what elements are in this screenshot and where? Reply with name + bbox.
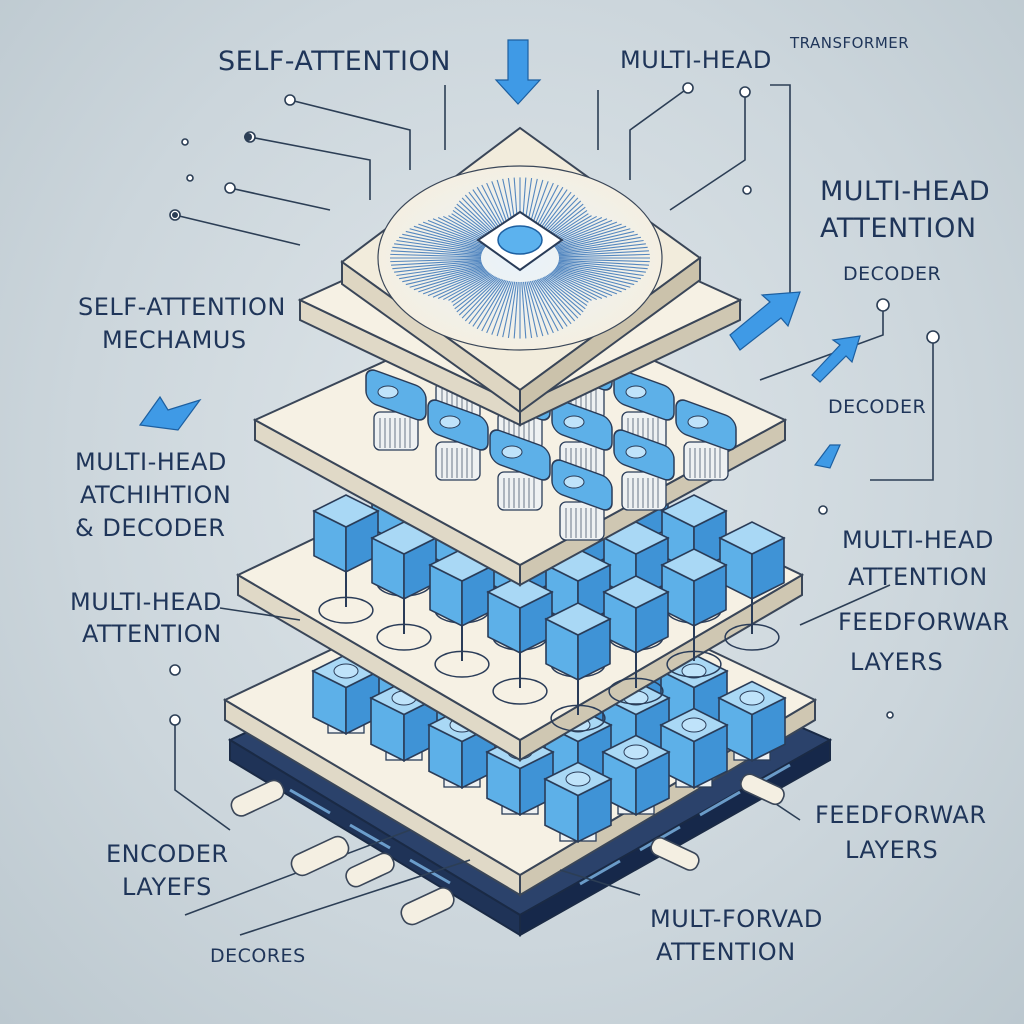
- label-transformer: TRANSFORMER: [789, 34, 909, 52]
- blue-cube: [660, 548, 728, 678]
- label-mult-forvad: MULT-FORVAD: [650, 905, 823, 933]
- label-and-decoder-left: & DECODER: [75, 514, 225, 542]
- label-multi-head-top: MULTI-HEAD: [620, 46, 772, 74]
- blue-cube: [543, 761, 613, 843]
- label-self-attention-top: SELF-ATTENTION: [218, 46, 451, 77]
- diagram-labels: SELF-ATTENTION MULTI-HEAD TRANSFORMER MU…: [70, 34, 1010, 967]
- label-layers-right-1: LAYERS: [850, 648, 943, 676]
- pedestal-cube: [601, 734, 671, 816]
- label-self-attention-left: SELF-ATTENTION: [78, 293, 286, 321]
- blue-cube: [312, 494, 380, 624]
- label-multi-head-right: MULTI-HEAD: [820, 176, 990, 207]
- blue-cube: [428, 548, 496, 678]
- blue-cube: [544, 602, 612, 732]
- connector-module: [675, 399, 737, 481]
- label-multi-head-left-1: MULTI-HEAD: [75, 448, 227, 476]
- connector-module: [613, 429, 675, 511]
- label-layefs-left: LAYEFS: [122, 873, 212, 901]
- blue-cube: [660, 494, 728, 624]
- label-attention-left-2: ATTENTION: [82, 620, 222, 648]
- label-multi-head-left-2: MULTI-HEAD: [70, 588, 222, 616]
- blue-cube: [370, 521, 438, 651]
- label-decores: DECORES: [210, 945, 306, 967]
- label-layers-right-2: LAYERS: [845, 836, 938, 864]
- leader-lines: [169, 82, 940, 936]
- blue-cube: [602, 575, 670, 705]
- connector-module: [427, 399, 489, 481]
- blue-cube: [718, 521, 786, 651]
- label-feedforward-right-2: FEEDFORWAR: [815, 801, 987, 829]
- label-encoder-left: ENCODER: [106, 840, 229, 868]
- label-decoder-right-1: DECODER: [843, 263, 941, 285]
- down-arrow-icon: [494, 39, 542, 105]
- label-decoder-right-2: DECODER: [828, 396, 926, 418]
- label-attention-bottom: ATTENTION: [656, 938, 796, 966]
- connector-module: [365, 369, 427, 451]
- label-attention-right-2: ATTENTION: [848, 563, 988, 591]
- label-feedforward-right-1: FEEDFORWAR: [838, 608, 1010, 636]
- label-multi-head-right-2: MULTI-HEAD: [842, 526, 994, 554]
- chip-fan-icon: [340, 126, 702, 414]
- label-atchihtion-left: ATCHIHTION: [80, 481, 231, 509]
- label-attention-right: ATTENTION: [820, 213, 977, 244]
- connector-plug-icon: [230, 773, 785, 926]
- connector-module: [489, 429, 551, 511]
- connector-module: [551, 399, 613, 481]
- pedestal-cube: [659, 707, 729, 789]
- right-arrow-icon: [729, 291, 861, 469]
- blue-cube: [486, 575, 554, 705]
- pedestal-cube: [543, 761, 613, 843]
- left-arrow-icon: [138, 395, 202, 431]
- pedestal-cube: [717, 680, 787, 762]
- connector-module: [551, 459, 613, 541]
- pedestal-cube: [369, 680, 439, 762]
- label-mechamus-left: MECHAMUS: [102, 326, 247, 354]
